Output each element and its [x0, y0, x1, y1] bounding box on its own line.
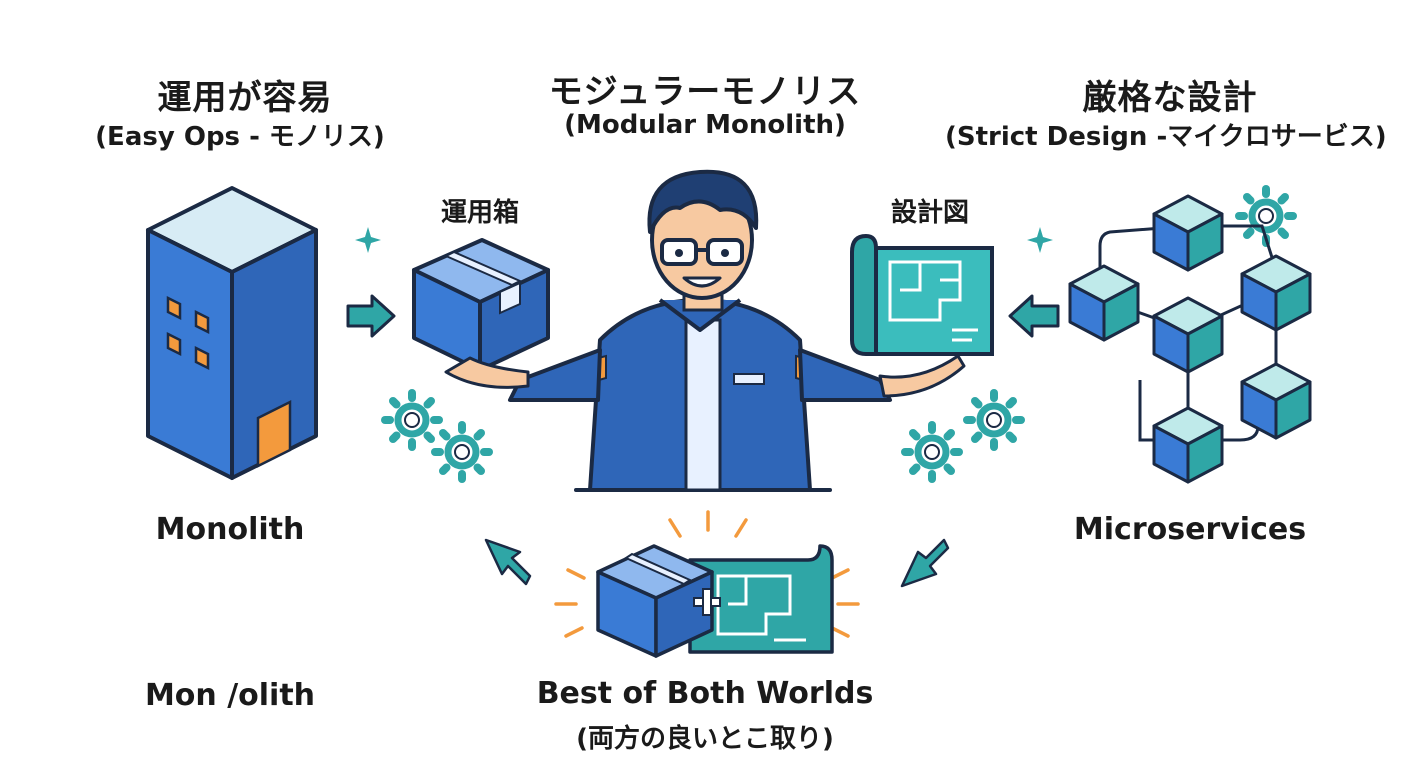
box-icon: [596, 544, 834, 658]
microservices-cubes-icon: [1068, 194, 1312, 484]
gear-icon: [967, 393, 1021, 447]
right-title: 厳格な設計: [1082, 78, 1258, 118]
center-subtitle: (Modular Monolith): [564, 110, 846, 140]
blueprint-label: 設計図: [890, 198, 969, 228]
blueprint-icon: [850, 234, 994, 356]
sparkle-icon: [355, 227, 381, 253]
box-label: 運用箱: [440, 198, 519, 228]
microservices-caption: Microservices: [1073, 512, 1307, 547]
gear-icon: [385, 393, 439, 447]
box-icon: [412, 238, 550, 372]
gear-icon: [905, 425, 959, 479]
right-subtitle: (Strict Design -マイクロサービス): [945, 122, 1387, 152]
sparkle-icon: [554, 510, 860, 638]
monolith-building-icon: [146, 186, 318, 480]
gear-icon: [435, 425, 489, 479]
plus-icon: [693, 588, 721, 616]
arrow-icon: [346, 294, 396, 338]
center-title: モジュラーモノリス: [548, 72, 862, 112]
left-title: 運用が容易: [157, 78, 333, 118]
result-subtitle: (両方の良いとこ取り): [576, 724, 834, 754]
person-illustration: [444, 169, 966, 492]
left-footer-label: Mon /olith: [144, 678, 316, 713]
left-subtitle: (Easy Ops - モノリス): [95, 122, 385, 152]
arrow-icon: [484, 538, 532, 586]
arrow-icon: [900, 538, 950, 588]
monolith-caption: Monolith: [155, 512, 305, 547]
result-title: Best of Both Worlds: [536, 676, 874, 711]
sparkle-icon: [1027, 227, 1053, 253]
arrow-icon: [1008, 294, 1060, 338]
